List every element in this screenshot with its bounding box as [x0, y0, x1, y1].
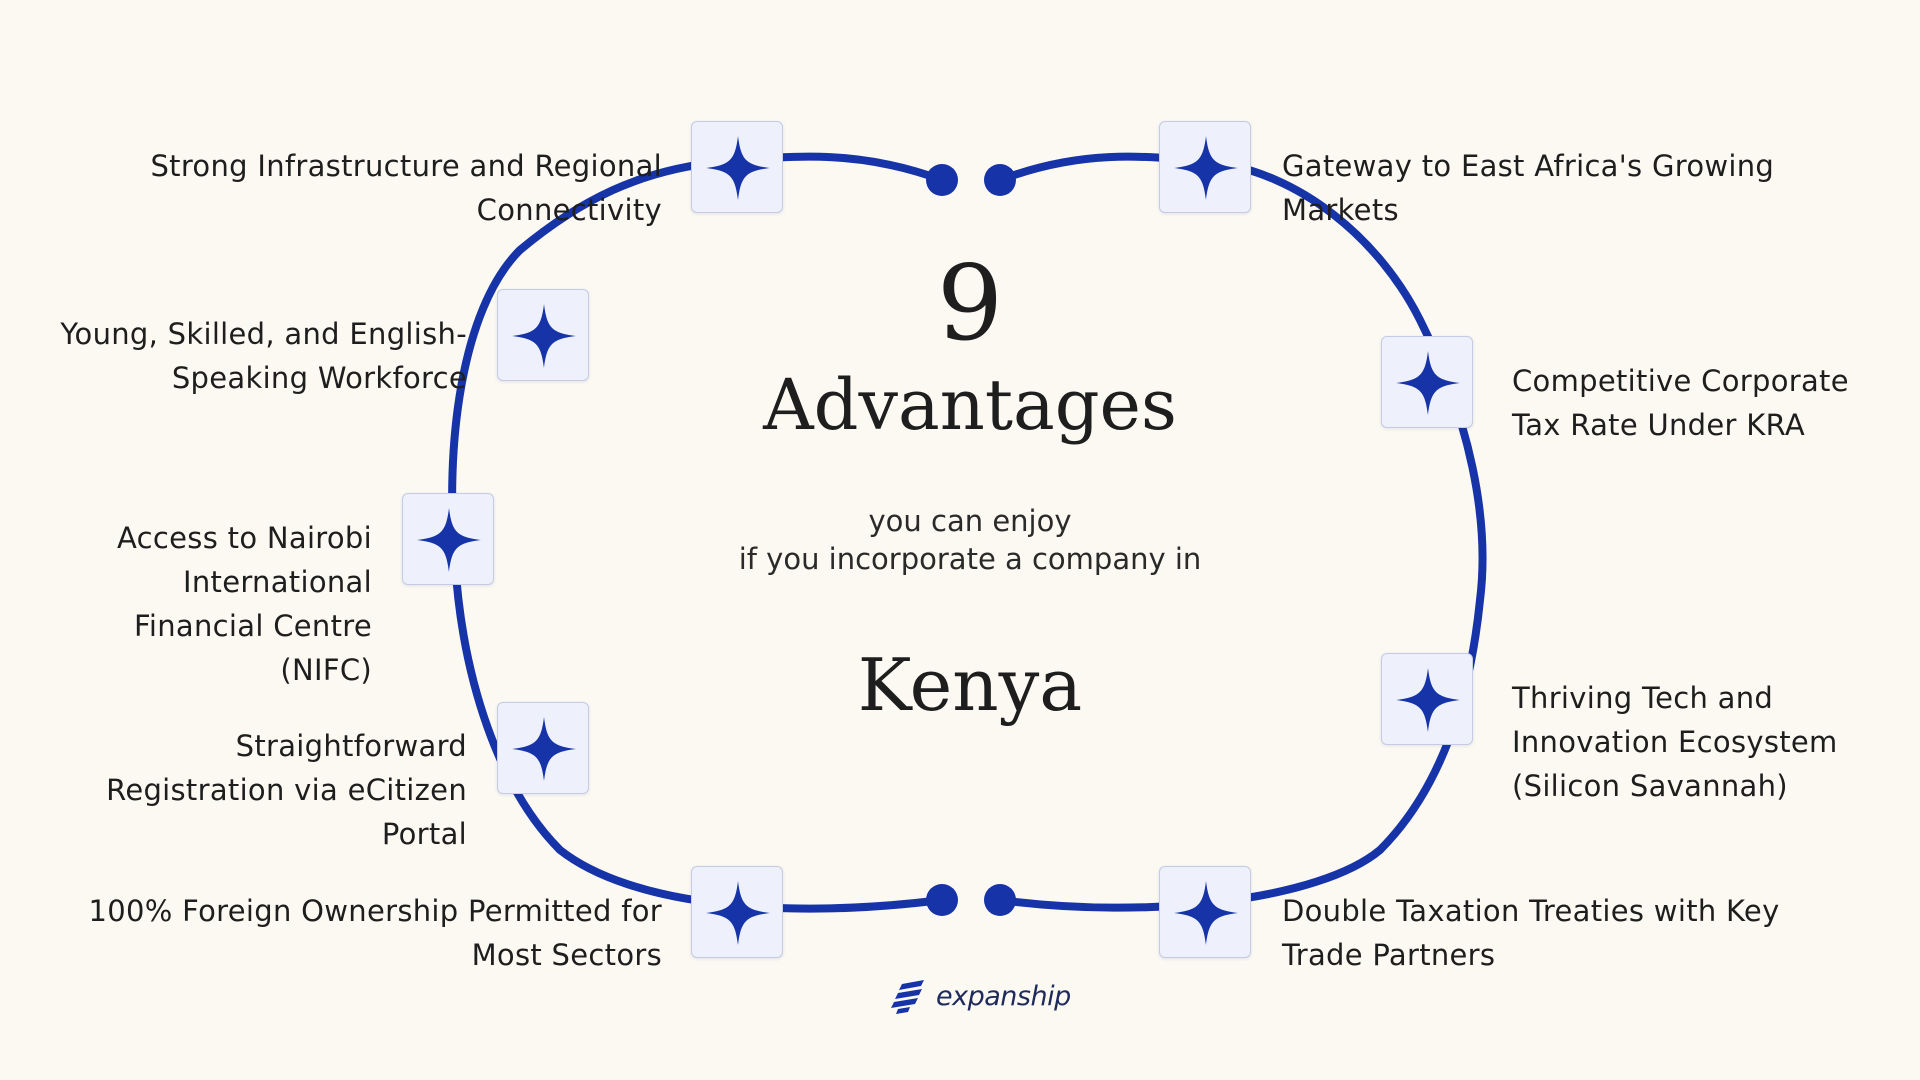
- advantage-label-line: Registration via eCitizen: [106, 773, 467, 807]
- advantage-label-line: (Silicon Savannah): [1512, 769, 1788, 803]
- ring-endpoint-bottom-left: [926, 884, 958, 916]
- four-point-star-icon: [706, 881, 770, 945]
- advantage-label-line: 100% Foreign Ownership Permitted for: [88, 894, 662, 928]
- brand-name: expanship: [936, 980, 1071, 1012]
- advantage-label-7: Competitive Corporate Tax Rate Under KRA: [1512, 359, 1849, 447]
- four-point-star-icon: [512, 717, 576, 781]
- advantages-count: 9: [936, 242, 1004, 364]
- advantage-label-line: Markets: [1282, 193, 1399, 227]
- advantage-label-line: Competitive Corporate: [1512, 364, 1849, 398]
- advantage-label-9: Double Taxation Treaties with Key Trade …: [1282, 889, 1780, 977]
- advantage-label-4: Straightforward Registration via eCitize…: [106, 724, 467, 856]
- advantage-label-1: Strong Infrastructure and Regional Conne…: [150, 144, 662, 232]
- advantage-node-7: [1381, 336, 1473, 428]
- four-point-star-icon: [1174, 136, 1238, 200]
- advantage-label-line: Portal: [381, 817, 467, 851]
- advantage-label-line: Financial Centre: [134, 609, 372, 643]
- advantage-label-line: Innovation Ecosystem: [1512, 725, 1838, 759]
- four-point-star-icon: [1396, 351, 1460, 415]
- advantage-label-line: Speaking Workforce: [171, 361, 467, 395]
- advantage-label-line: (NIFC): [280, 653, 372, 687]
- ring-endpoint-top-left: [926, 164, 958, 196]
- expanship-logo-icon: [891, 980, 924, 1014]
- advantage-node-4: [497, 702, 589, 794]
- advantage-label-3: Access to Nairobi International Financia…: [117, 516, 372, 692]
- four-point-star-icon: [417, 508, 481, 572]
- subtitle-line-1: you can enjoy: [868, 504, 1072, 538]
- advantage-label-line: Strong Infrastructure and Regional: [150, 149, 662, 183]
- advantage-node-9: [1159, 866, 1251, 958]
- four-point-star-icon: [1396, 668, 1460, 732]
- ring-endpoint-bottom-right: [984, 884, 1016, 916]
- country-name: Kenya: [857, 643, 1083, 727]
- advantage-label-8: Thriving Tech and Innovation Ecosystem (…: [1512, 676, 1838, 808]
- advantage-label-line: International: [183, 565, 372, 599]
- advantage-label-line: Access to Nairobi: [117, 521, 372, 555]
- advantage-label-6: Gateway to East Africa's Growing Markets: [1282, 144, 1774, 232]
- advantage-node-1: [691, 121, 783, 213]
- advantage-node-2: [497, 289, 589, 381]
- subtitle-line-2: if you incorporate a company in: [738, 542, 1202, 576]
- advantage-label-line: Young, Skilled, and English-: [60, 317, 467, 351]
- four-point-star-icon: [1174, 881, 1238, 945]
- advantage-label-5: 100% Foreign Ownership Permitted for Mos…: [89, 889, 662, 977]
- advantage-label-line: Thriving Tech and: [1512, 681, 1774, 715]
- advantage-node-8: [1381, 653, 1473, 745]
- advantage-node-5: [691, 866, 783, 958]
- advantage-label-line: Double Taxation Treaties with Key: [1282, 894, 1780, 928]
- advantage-label-line: Trade Partners: [1282, 938, 1496, 972]
- advantage-node-6: [1159, 121, 1251, 213]
- advantage-label-line: Most Sectors: [471, 938, 662, 972]
- four-point-star-icon: [706, 136, 770, 200]
- advantage-node-3: [402, 493, 494, 585]
- advantage-label-2: Young, Skilled, and English- Speaking Wo…: [60, 312, 467, 400]
- advantages-title: Advantages: [763, 364, 1177, 446]
- ring-endpoint-top-right: [984, 164, 1016, 196]
- advantage-label-line: Tax Rate Under KRA: [1512, 408, 1806, 442]
- advantage-label-line: Connectivity: [476, 193, 662, 227]
- advantages-subtitle: you can enjoy if you incorporate a compa…: [640, 502, 1300, 578]
- advantage-label-line: Gateway to East Africa's Growing: [1282, 149, 1775, 183]
- four-point-star-icon: [512, 304, 576, 368]
- advantage-label-line: Straightforward: [235, 729, 467, 763]
- brand-logo: expanship: [890, 974, 1071, 1018]
